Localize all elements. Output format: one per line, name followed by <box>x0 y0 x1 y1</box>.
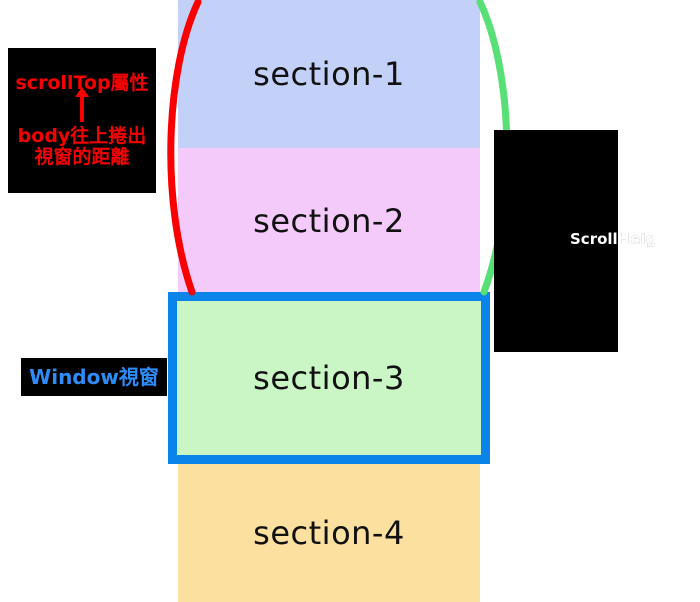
arrow-up-icon <box>75 86 89 122</box>
window-viewport-callout: Window視窗 <box>21 358 167 396</box>
section-block-1: section-1 <box>178 0 480 148</box>
scroll-top-desc-line1: body往上捲出 <box>17 124 147 147</box>
section-block-2: section-2 <box>178 148 480 293</box>
scroll-height-panel <box>494 130 618 352</box>
window-viewport-frame: section-3 <box>168 292 490 464</box>
scroll-height-label: ScrollHeight <box>570 229 660 248</box>
section-1-label: section-1 <box>253 55 405 93</box>
scroll-height-label-overflow: ScrollHeight <box>618 230 660 248</box>
section-block-3: section-3 <box>177 301 481 455</box>
scroll-top-title: scrollTop屬性 <box>15 71 149 94</box>
scroll-height-callout-overflow: ScrollHeight <box>618 227 660 251</box>
section-3-label: section-3 <box>253 359 405 397</box>
section-block-4: section-4 <box>178 464 480 602</box>
section-4-label: section-4 <box>253 514 405 552</box>
scroll-height-callout: ScrollHeight <box>570 227 660 251</box>
section-2-label: section-2 <box>253 201 405 240</box>
scroll-top-desc-line2: 視窗的距離 <box>34 146 130 169</box>
scroll-top-callout: scrollTop屬性 body往上捲出 視窗的距離 <box>8 48 156 193</box>
window-viewport-label: Window視窗 <box>29 365 159 389</box>
